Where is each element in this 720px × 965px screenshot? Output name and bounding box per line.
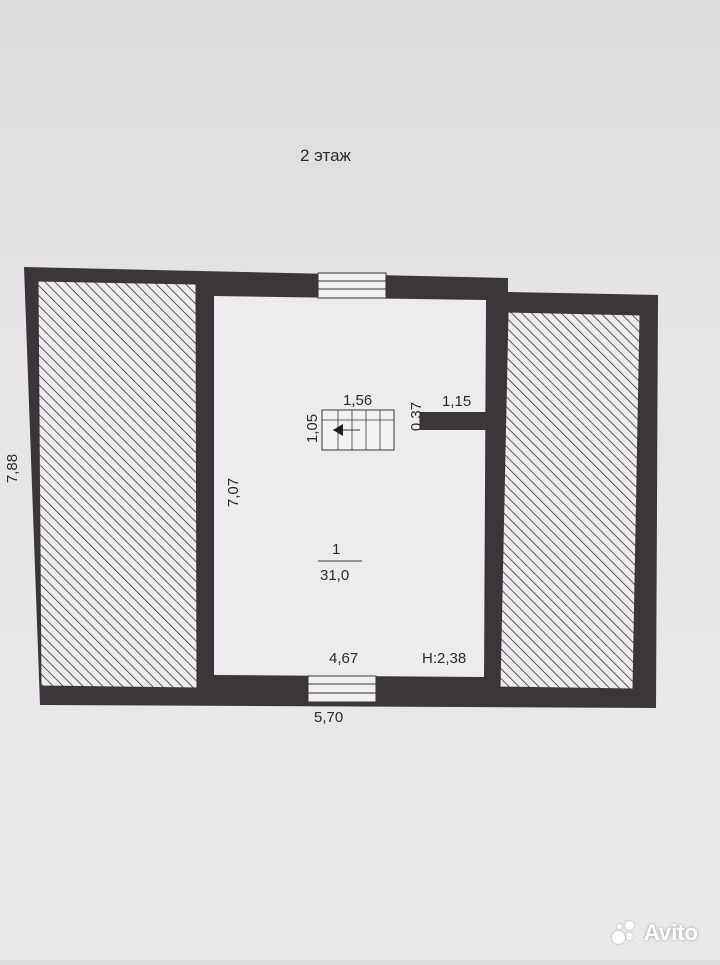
floor-title: 2 этаж xyxy=(300,146,351,165)
avito-watermark-text: Avito xyxy=(643,920,698,945)
room-number: 1 xyxy=(332,541,341,558)
left-eaves-zone xyxy=(37,280,198,689)
dim-total-width: 5,70 xyxy=(314,709,344,726)
dim-partition-thickness: 0,37 xyxy=(408,401,426,432)
avito-dots-icon xyxy=(611,921,638,945)
right-eaves-zone xyxy=(499,311,641,690)
dim-room-width: 4,67 xyxy=(329,650,359,667)
dim-partition-length: 1,15 xyxy=(442,393,472,410)
partition-wall xyxy=(420,412,486,430)
stair-direction-arrow xyxy=(333,424,343,436)
avito-watermark: Avito xyxy=(611,920,698,946)
room-ceiling-height: H:2,38 xyxy=(422,650,467,667)
top-window xyxy=(317,272,387,299)
dim-stair-width: 1,05 xyxy=(304,413,322,444)
dim-stair-length: 1,56 xyxy=(343,392,373,409)
dim-total-height: 7,88 xyxy=(4,453,22,484)
room-1 xyxy=(214,296,486,677)
room-area: 31,0 xyxy=(320,567,350,584)
bottom-window xyxy=(307,675,377,703)
dim-room-height: 7,07 xyxy=(225,477,243,508)
staircase xyxy=(321,409,395,451)
